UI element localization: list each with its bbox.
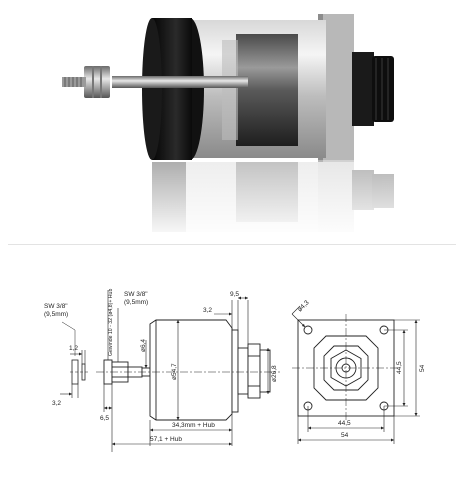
wrench-size-left-mm-label: (9,5mm): [44, 311, 68, 318]
divider-line: [8, 244, 456, 245]
dim-34-3-label: 34,3mm + Hub: [172, 422, 215, 429]
dim-d6-4-label: ø6,4: [140, 339, 147, 352]
dim-d54-7-label: ø54,7: [171, 363, 178, 380]
dim-1-2-label: 1,2: [69, 345, 78, 352]
dim-9-5-label: 9,5: [230, 291, 239, 298]
dim-44-5-bottom-label: 44,5: [338, 420, 351, 427]
wrench-size-left-label: SW 3/8": [44, 303, 68, 310]
dim-44-5-right-label: 44,5: [396, 361, 403, 374]
front-view-dimensions: [291, 305, 420, 444]
front-view-drawing: [292, 314, 400, 422]
side-view-drawing: [96, 319, 280, 421]
dim-54-bottom-label: 54: [341, 432, 349, 439]
sensor-photo: [62, 14, 394, 162]
side-view-dimensions: [60, 290, 270, 452]
dim-3-2-left-label: 3,2: [52, 400, 61, 407]
wrench-size-right-label: SW 3/8": [124, 291, 148, 298]
dim-d26-8-label: ø26,8: [271, 365, 278, 382]
thread-label: Gewinde 10 - 32 (ø4,8)+ Hub: [108, 289, 114, 356]
dim-54-right-label: 54: [419, 364, 426, 372]
dim-57-1-label: 57,1 + Hub: [150, 436, 182, 443]
wrench-size-right-mm-label: (9,5mm): [124, 299, 148, 306]
dim-3-2-top-label: 3,2: [203, 307, 212, 314]
product-photo: [62, 14, 410, 240]
technical-drawing: SW 3/8" (9,5mm) SW 3/8" (9,5mm) Gewinde …: [44, 289, 426, 452]
loose-nut-drawing: [61, 321, 90, 385]
dim-6-5-label: 6,5: [100, 415, 109, 422]
dim-d4-3-label: ø4,3: [296, 299, 310, 313]
